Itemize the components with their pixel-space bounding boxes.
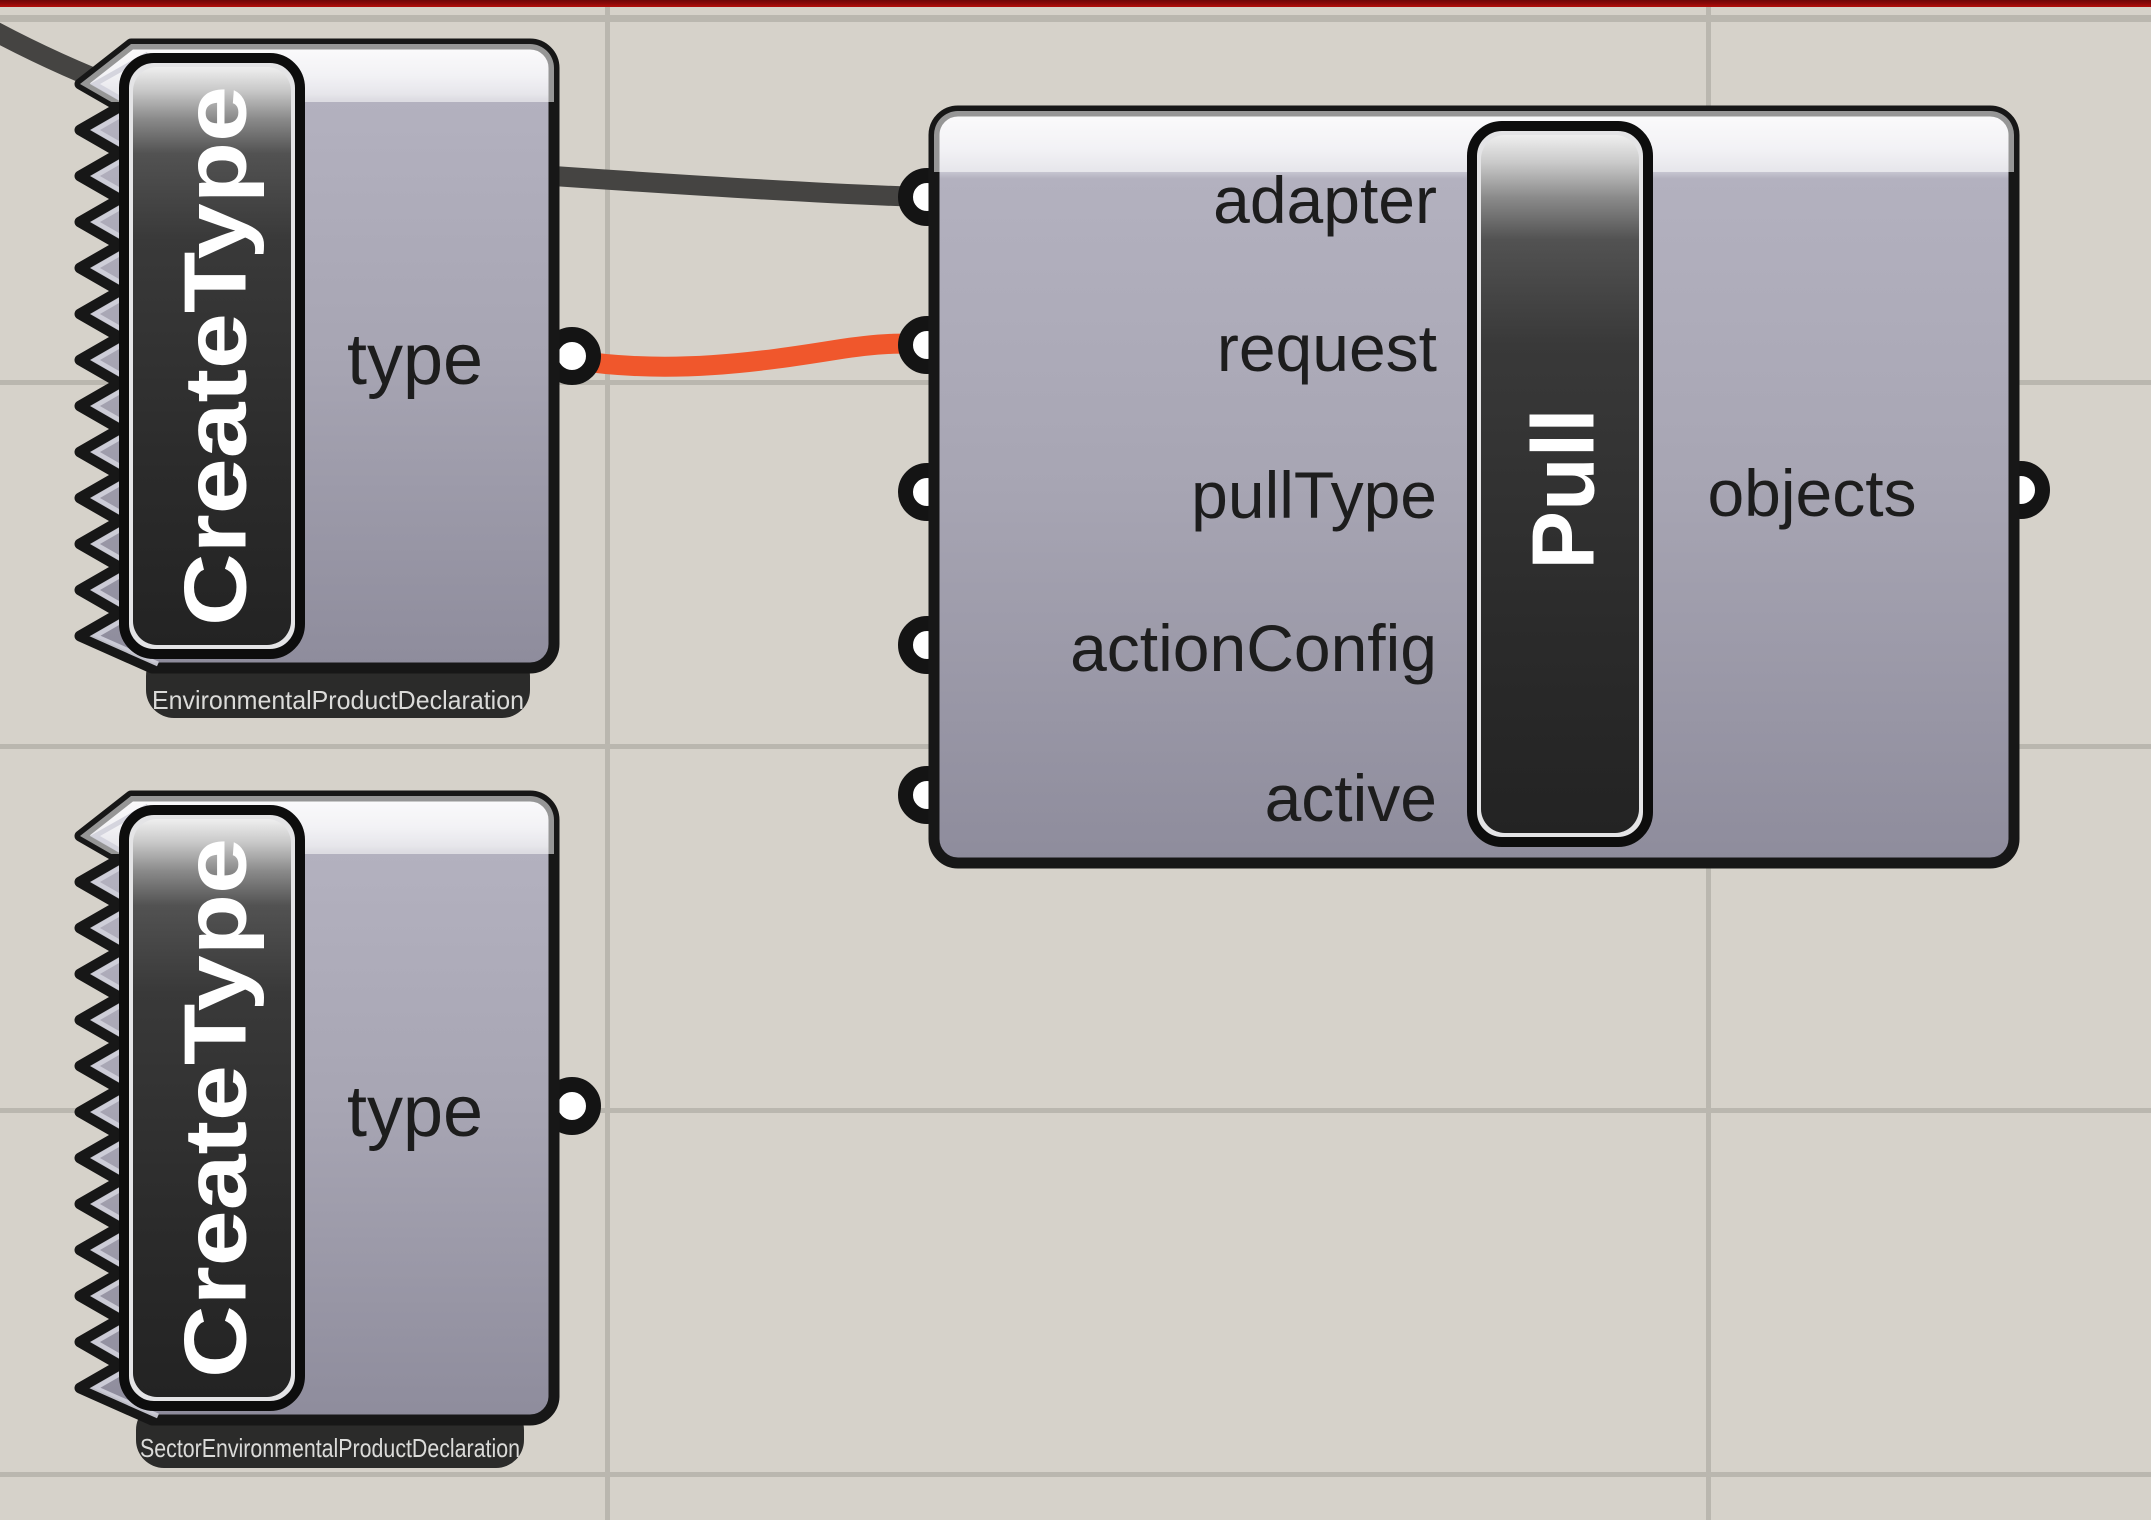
nickname-label: SectorEnvironmentalProductDeclaration (140, 1433, 520, 1463)
component-title: CreateType (166, 838, 265, 1378)
input-label-active: active (1265, 761, 1437, 835)
component-title: CreateType (166, 86, 265, 626)
input-label-actionconfig: actionConfig (1070, 611, 1437, 685)
component-create-type-1[interactable]: EnvironmentalProductDeclaration CreateTy… (60, 40, 601, 718)
input-label-request: request (1217, 311, 1437, 385)
nickname-label: EnvironmentalProductDeclaration (152, 685, 524, 715)
output-label-objects: objects (1707, 456, 1916, 530)
wire-type-to-request[interactable] (564, 333, 938, 377)
input-label-pulltype: pullType (1191, 458, 1437, 532)
component-create-type-2[interactable]: SectorEnvironmentalProductDeclaration Cr… (60, 792, 601, 1468)
component-capsule-inner (133, 819, 291, 1397)
component-pull[interactable]: Pull adapter request pullType actionConf… (898, 108, 2050, 863)
component-title: Pull (1514, 408, 1613, 569)
component-capsule-inner (133, 67, 291, 645)
output-label-type: type (347, 1072, 483, 1152)
input-label-adapter: adapter (1213, 163, 1437, 237)
top-edge-red-bar (0, 0, 2151, 7)
component-capsule-inner (1481, 135, 1639, 833)
output-label-type: type (347, 320, 483, 400)
